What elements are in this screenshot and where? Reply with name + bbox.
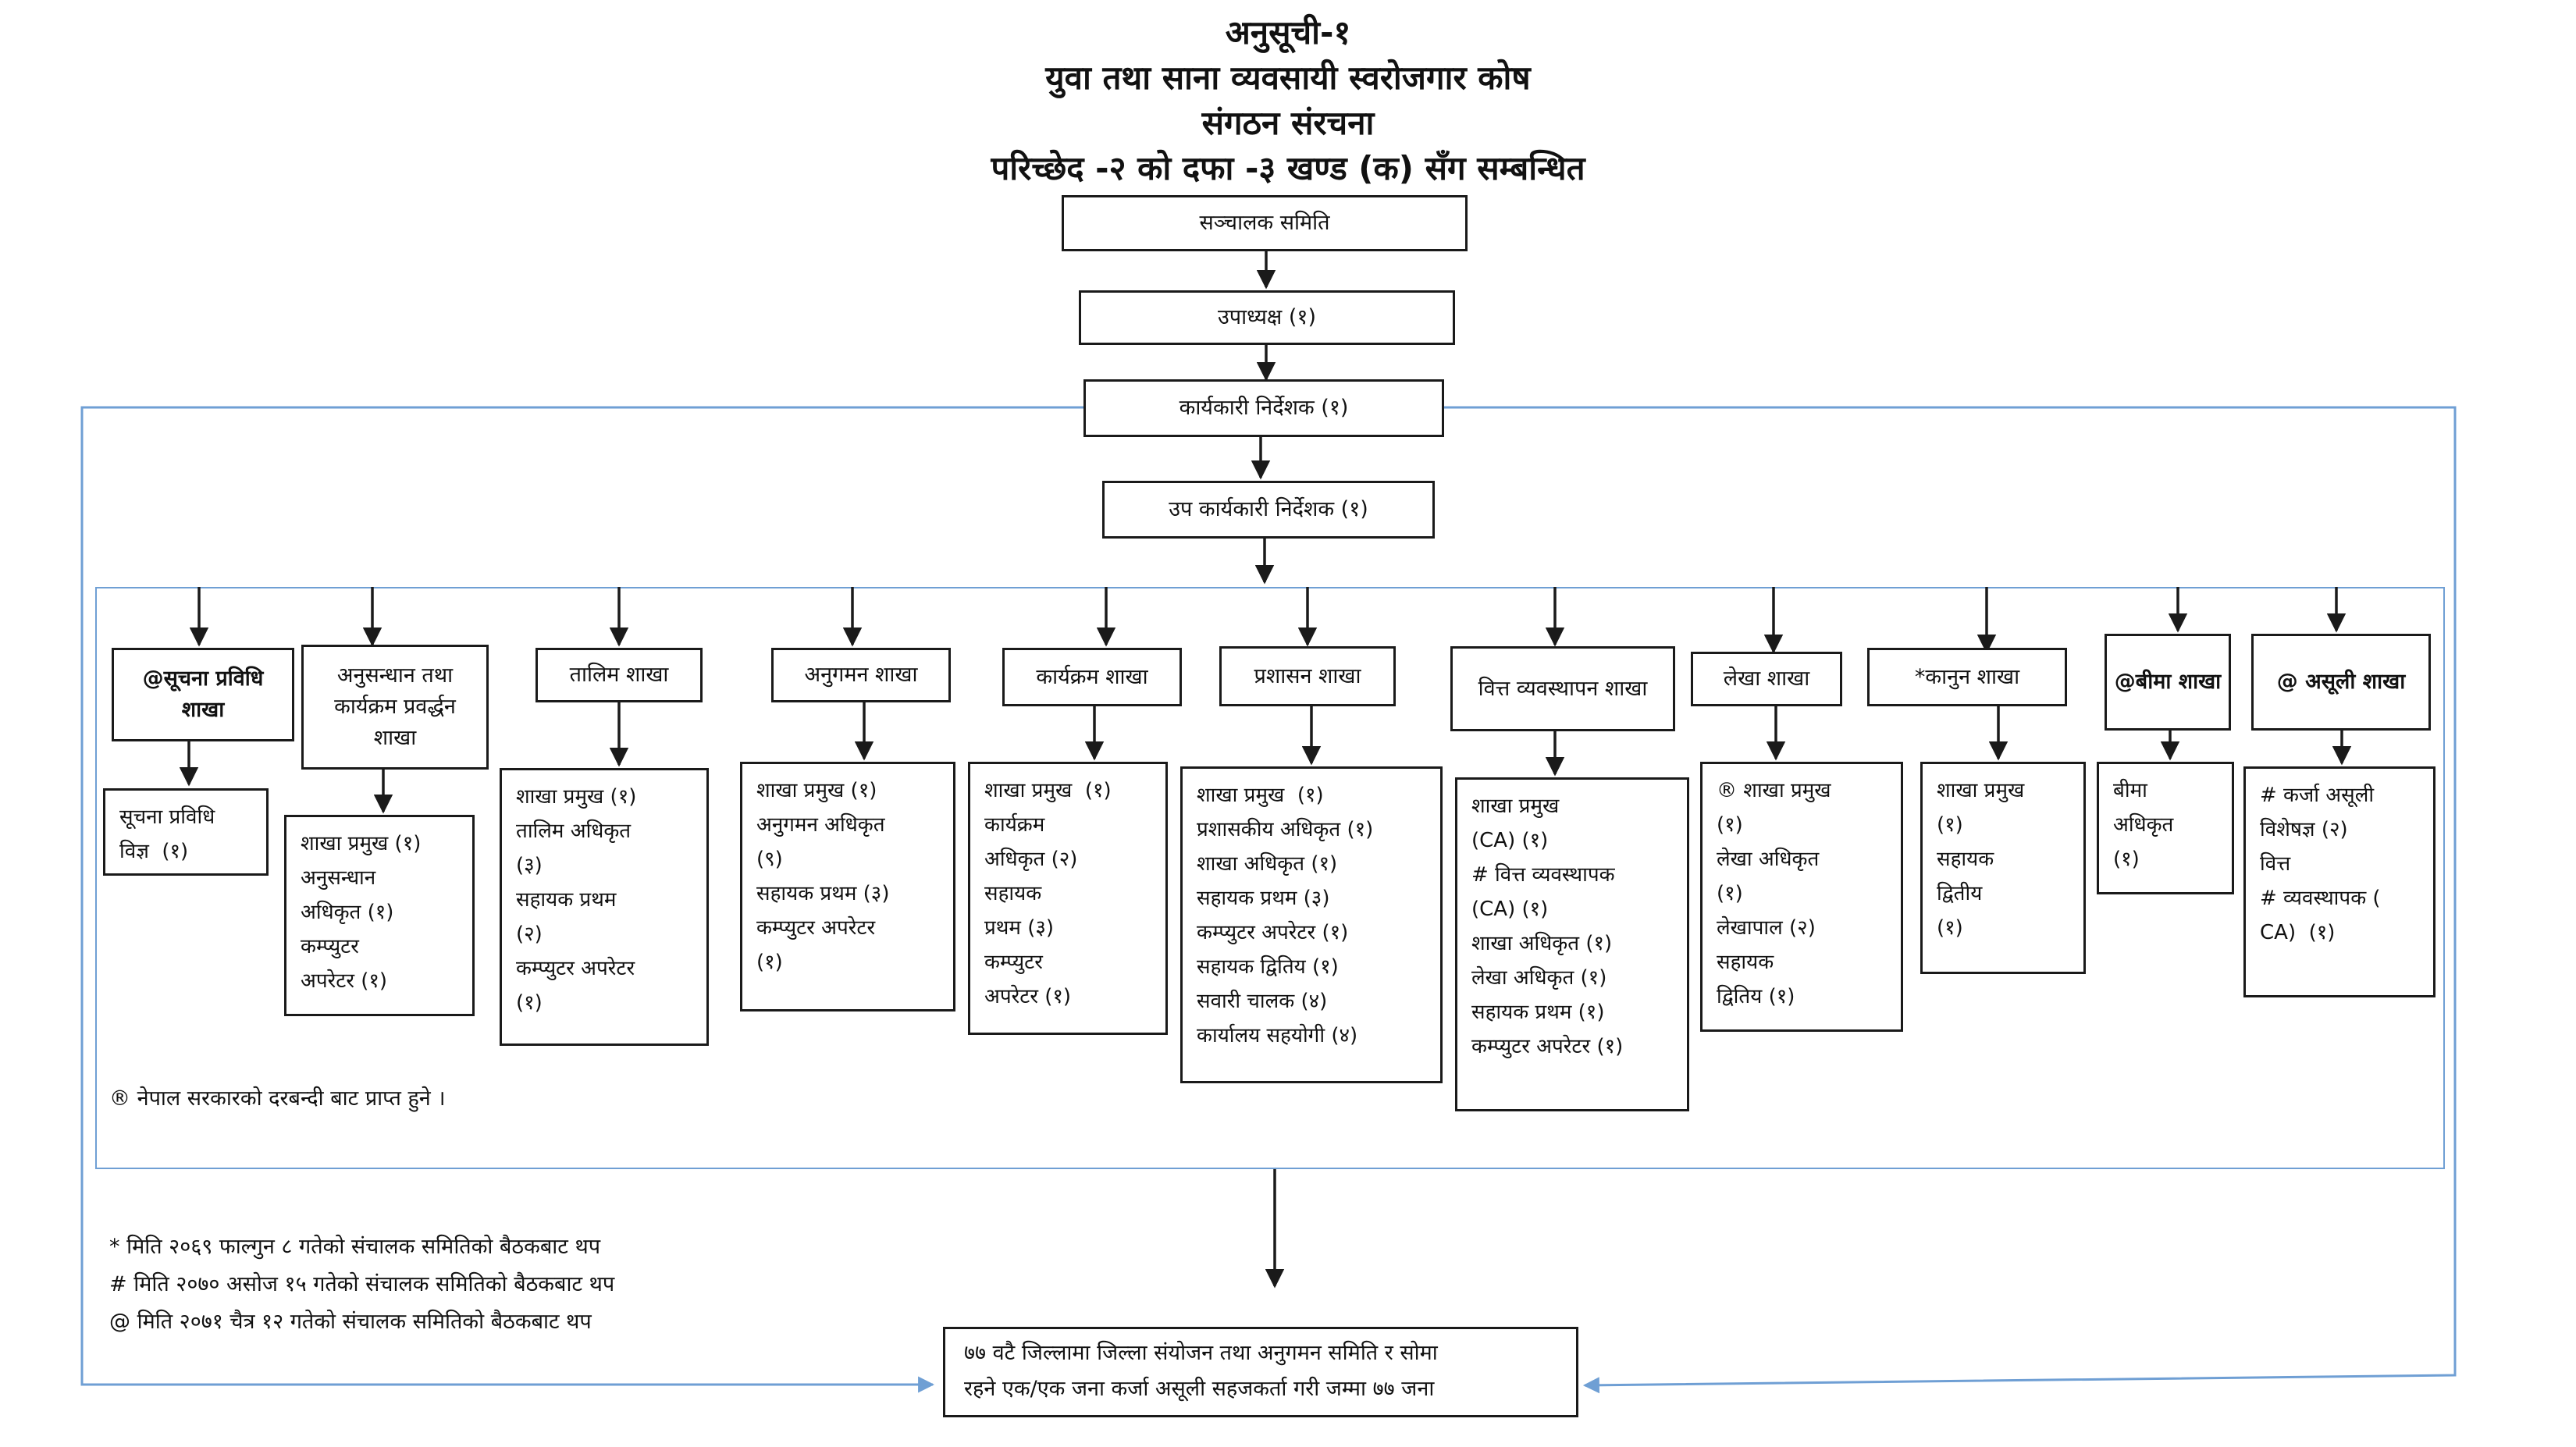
district-committee-box: ७७ वटै जिल्लामा जिल्ला संयोजन तथा अनुगमन… bbox=[943, 1327, 1578, 1417]
district-line-1: ७७ वटै जिल्लामा जिल्ला संयोजन तथा अनुगमन… bbox=[964, 1341, 1438, 1365]
branch-header-it: @सूचना प्रविधि शाखा bbox=[112, 648, 294, 741]
branch-details-recovery: # कर्जा असूली विशेषज्ञ (२) वित्त # व्यवस… bbox=[2243, 766, 2435, 997]
footnote-new-branches: @ मिति २०७१ चैत्र १२ गतेको संचालक समितिक… bbox=[109, 1310, 592, 1334]
branch-header-administration: प्रशासन शाखा bbox=[1219, 646, 1396, 706]
registered-position-note: ® नेपाल सरकारको दरबन्दी बाट प्राप्त हुने… bbox=[109, 1086, 446, 1111]
branch-details-law: शाखा प्रमुख (१) सहायक द्वितीय (१) bbox=[1920, 762, 2086, 974]
branch-details-it: सूचना प्रविधि विज्ञ (१) bbox=[103, 788, 269, 876]
fund-name: युवा तथा साना व्यवसायी स्वरोजगार कोष bbox=[1045, 59, 1531, 97]
branch-details-insurance: बीमा अधिकृत (१) bbox=[2097, 762, 2234, 894]
branch-details-administration: शाखा प्रमुख (१) प्रशासकीय अधिकृत (१) शाख… bbox=[1180, 766, 1443, 1083]
footnote-finance-manager: # मिति २०७० असोज १५ गतेको संचालक समितिको… bbox=[109, 1272, 615, 1296]
board-of-directors-box: सञ्चालक समिति bbox=[1062, 195, 1468, 251]
branch-header-training: तालिम शाखा bbox=[535, 648, 703, 702]
deputy-executive-director-box: उप कार्यकारी निर्देशक (१) bbox=[1102, 481, 1435, 539]
branch-header-program: कार्यक्रम शाखा bbox=[1002, 648, 1182, 706]
executive-director-box: कार्यकारी निर्देशक (१) bbox=[1083, 379, 1444, 437]
branch-details-program: शाखा प्रमुख (१) कार्यक्रम अधिकृत (२) सहा… bbox=[968, 762, 1168, 1035]
branch-details-research: शाखा प्रमुख (१) अनुसन्धान अधिकृत (१) कम्… bbox=[284, 815, 475, 1016]
branches-frame bbox=[95, 587, 2445, 1169]
footnote-law-branch: * मिति २०६९ फाल्गुन ८ गतेको संचालक समिति… bbox=[109, 1235, 601, 1259]
vice-chair-box: उपाध्यक्ष (१) bbox=[1079, 290, 1455, 345]
branch-header-monitoring: अनुगमन शाखा bbox=[771, 648, 951, 702]
branch-header-insurance: @बीमा शाखा bbox=[2105, 634, 2231, 731]
branch-details-training: शाखा प्रमुख (१) तालिम अधिकृत (३) सहायक प… bbox=[500, 768, 709, 1046]
annex-title: अनुसूची-१ bbox=[1225, 13, 1351, 52]
district-line-2: रहने एक/एक जना कर्जा असूली सहजकर्ता गरी … bbox=[964, 1377, 1435, 1401]
branch-header-accounts: लेखा शाखा bbox=[1691, 652, 1842, 706]
branch-header-research: अनुसन्धान तथा कार्यक्रम प्रवर्द्धन शाखा bbox=[301, 645, 489, 770]
branch-header-finance: वित्त व्यवस्थापन शाखा bbox=[1450, 646, 1675, 731]
branch-details-accounts: ® शाखा प्रमुख (१) लेखा अधिकृत (१) लेखापा… bbox=[1700, 762, 1903, 1032]
branch-header-law: *कानुन शाखा bbox=[1867, 648, 2067, 706]
chapter-reference: परिच्छेद -२ को दफा -३ खण्ड (क) सँग सम्बन… bbox=[991, 149, 1585, 187]
structure-title: संगठन संरचना bbox=[1201, 104, 1375, 142]
branch-header-recovery: @ असूली शाखा bbox=[2251, 634, 2431, 731]
branch-details-finance: शाखा प्रमुख (CA) (१) # वित्त व्यवस्थापक … bbox=[1455, 777, 1689, 1111]
branch-details-monitoring: शाखा प्रमुख (१) अनुगमन अधिकृत (९) सहायक … bbox=[740, 762, 955, 1011]
